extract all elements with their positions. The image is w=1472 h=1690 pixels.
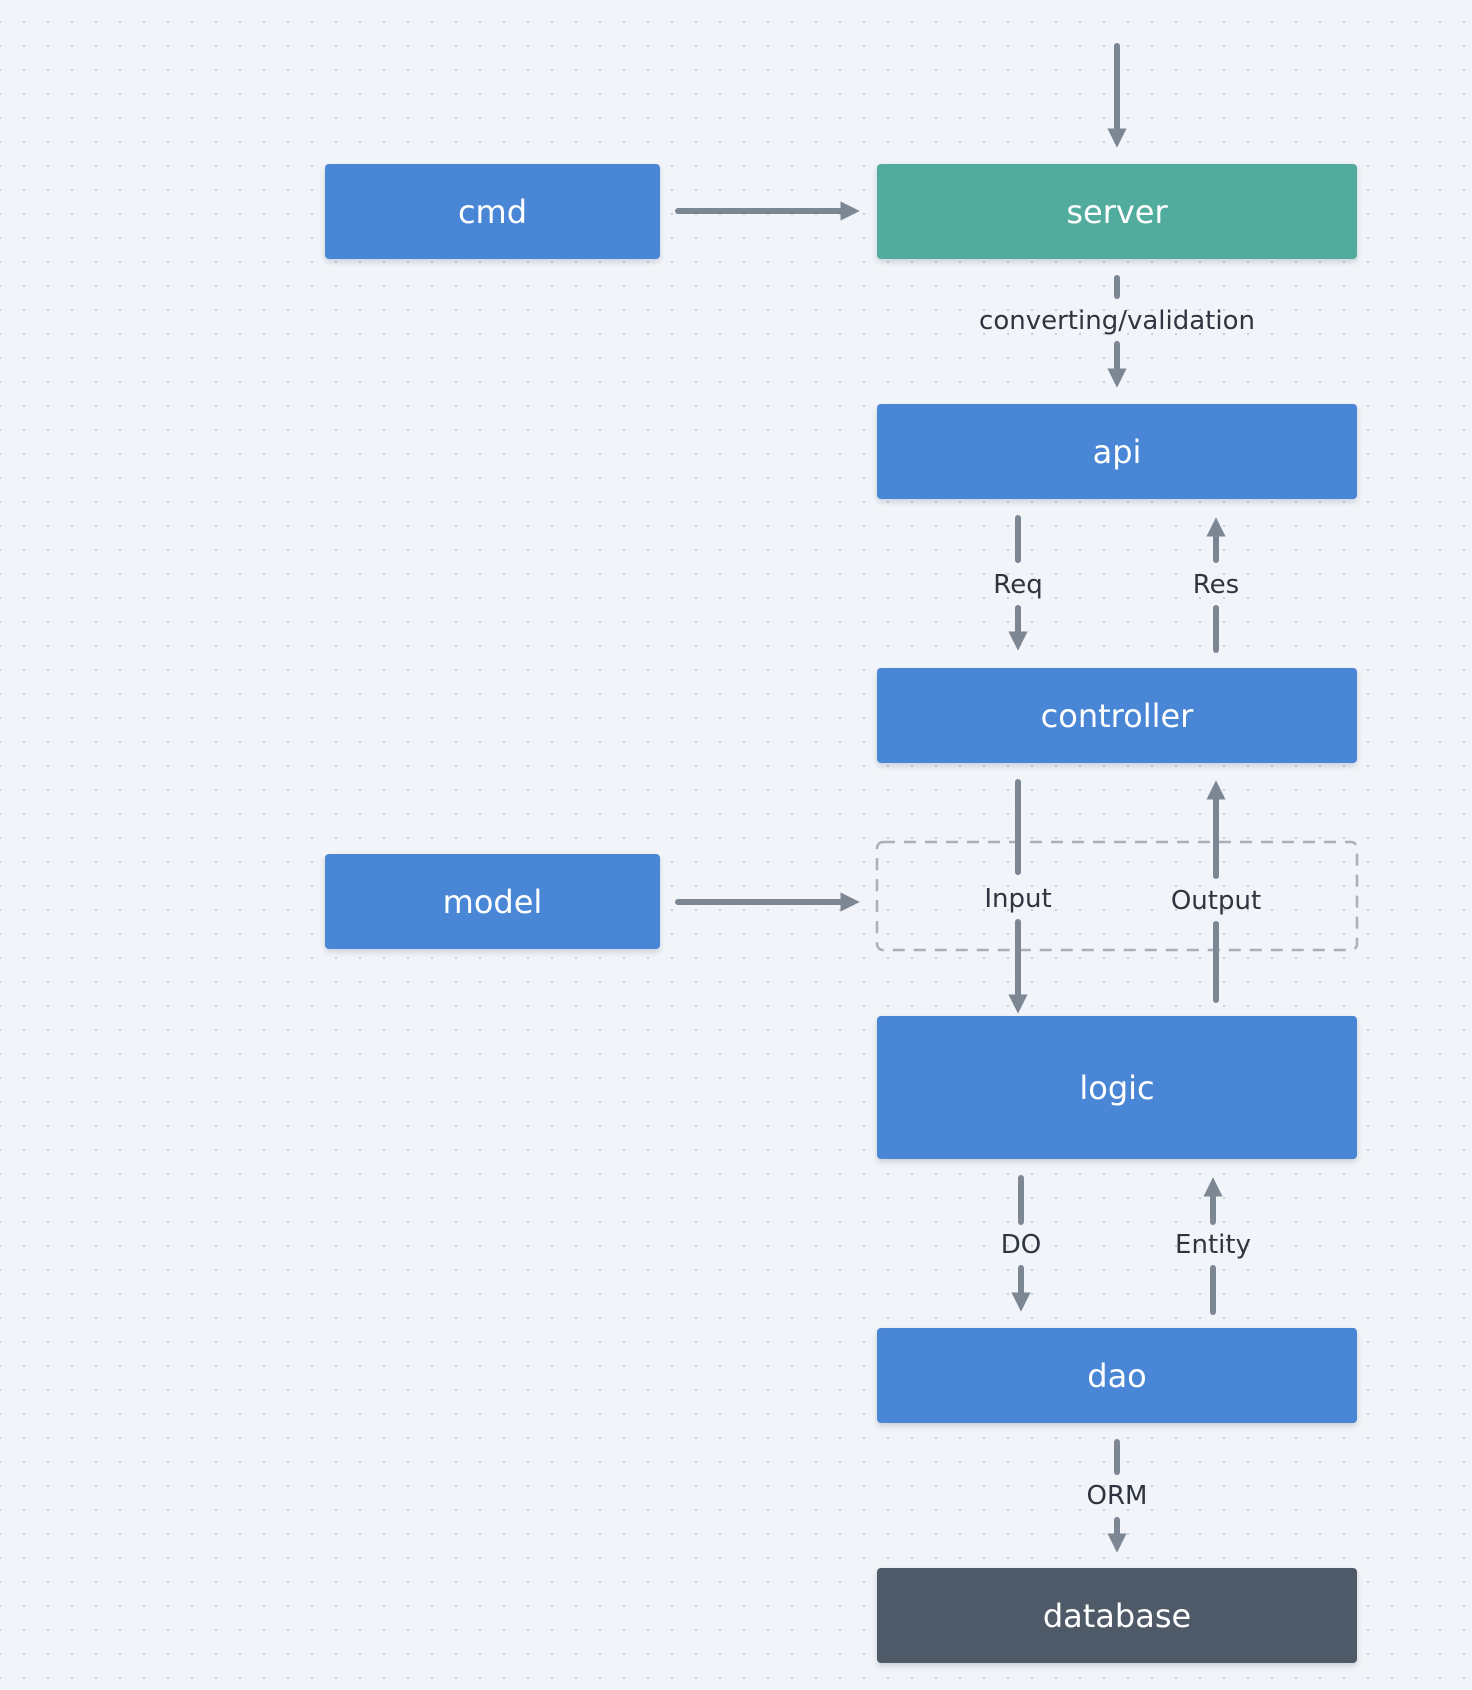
node-dao[interactable]: dao (877, 1328, 1357, 1423)
edge-label-do: DO (1000, 1230, 1042, 1260)
edge-label-orm: ORM (1086, 1481, 1148, 1511)
edge-label-req: Req (993, 570, 1043, 600)
node-database[interactable]: database (877, 1568, 1357, 1663)
edge-label-res: Res (1192, 570, 1240, 600)
node-logic[interactable]: logic (877, 1016, 1357, 1159)
node-controller[interactable]: controller (877, 668, 1357, 763)
edge-label-entity: Entity (1175, 1230, 1251, 1260)
edge-label-converting-validation: converting/validation (979, 306, 1255, 336)
node-server[interactable]: server (877, 164, 1357, 259)
node-cmd[interactable]: cmd (325, 164, 660, 259)
model-group-box (875, 840, 1359, 952)
node-api[interactable]: api (877, 404, 1357, 499)
node-model[interactable]: model (325, 854, 660, 949)
edge-label-input: Input (984, 884, 1052, 914)
edges (675, 43, 1226, 1553)
edge-label-output: Output (1170, 886, 1262, 916)
